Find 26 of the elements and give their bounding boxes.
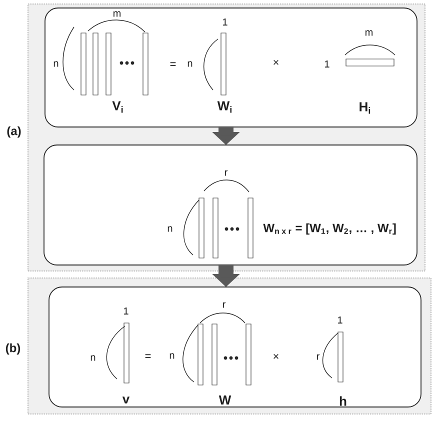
dimension-label: m [366, 30, 372, 36]
operator-sign: = [170, 62, 176, 66]
dimension-label: r [317, 354, 320, 360]
dimension-label: 1 [338, 316, 342, 324]
matrix-label: h [340, 396, 346, 406]
dimension-label: n [170, 353, 174, 359]
operator-sign: = [145, 354, 151, 358]
matrix-label: v [122, 396, 130, 404]
matrix-label: H$_{i}$ [360, 102, 370, 114]
panel-label: (a) [7, 126, 21, 138]
operator-sign: × [274, 354, 278, 359]
matrix-label: W [218, 396, 232, 404]
operator-sign: × [274, 60, 278, 65]
dimension-label: 1 [124, 308, 128, 314]
dimension-label: n [90, 355, 96, 361]
dimension-label: 1 [223, 18, 228, 26]
dimension-label: m [114, 11, 120, 17]
dimension-label: 1 [325, 60, 330, 68]
dimension-label: r [223, 302, 226, 308]
dimension-label: n [168, 226, 172, 232]
dimension-label: n [188, 61, 192, 67]
matrix-label: W$_{i}$ [217, 101, 232, 113]
dimension-label: n [54, 61, 58, 67]
dimension-label: r [225, 170, 228, 176]
panel-label: (b) [6, 343, 20, 355]
matrix-label: V$_{i}$ [112, 101, 123, 113]
